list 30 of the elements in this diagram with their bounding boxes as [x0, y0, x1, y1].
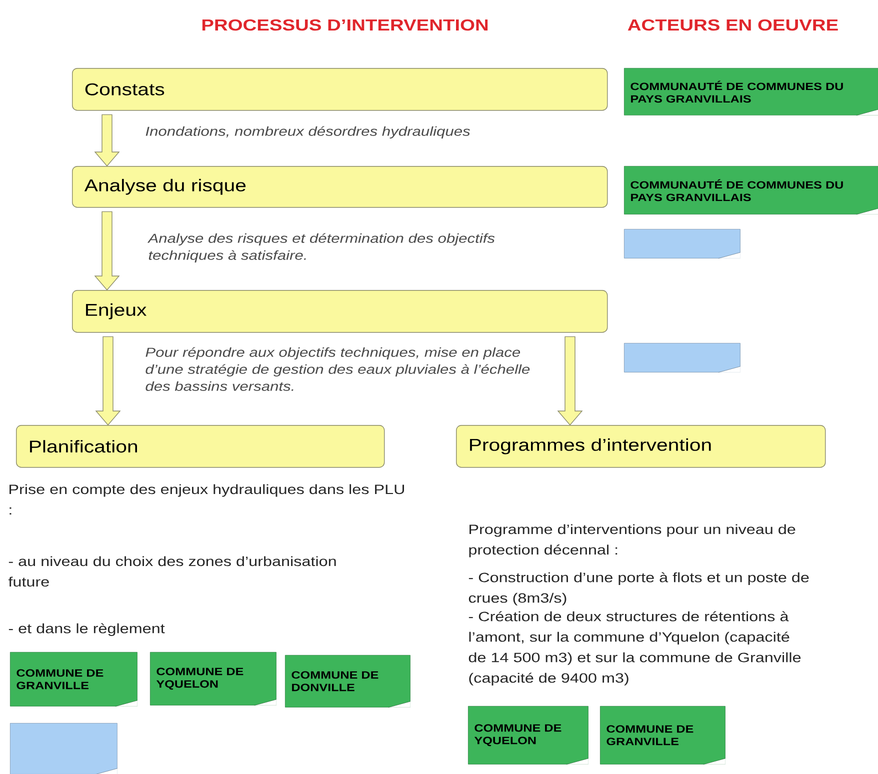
- note-box: [624, 343, 741, 373]
- note-box: COMMUNE DE GRANVILLE: [10, 652, 138, 707]
- edge-label: Inondations, nombreux désordres hydrauliques: [146, 126, 470, 138]
- block-arrow: [94, 114, 120, 167]
- note-box: COMMUNAUTÉ DE COMMUNES DU PAYS GRANVILLAIS: [624, 68, 878, 116]
- note-box: COMMUNE DE YQUELON: [150, 652, 277, 706]
- note-box: COMMUNAUTÉ DE COMMUNES DU PAYS GRANVILLAIS: [624, 166, 878, 215]
- process-box: Constats: [72, 68, 608, 111]
- body-text: - et dans le règlement: [8, 623, 165, 636]
- block-arrow: [94, 211, 120, 291]
- body-text: Programme d’interventions pour un niveau de protection décennal :: [469, 524, 796, 558]
- column-heading: PROCESSUS D’INTERVENTION: [202, 19, 488, 31]
- process-box: Programmes d’intervention: [456, 425, 826, 468]
- body-text: - Création de deux structures de rétentions à l’amont, sur la commune d’Yquelon (capacité de 14 500 m3) et sur la commune de Granville (capacité de 9400 m3): [468, 611, 801, 686]
- note-box: COMMUNE DE DONVILLE: [285, 655, 411, 708]
- note-box: COMMUNE DE GRANVILLE: [600, 706, 726, 765]
- process-box: Analyse du risque: [72, 166, 608, 208]
- edge-label: Analyse des risques et détermination des objectifs techniques à satisfaire.: [147, 233, 495, 262]
- block-arrow: [95, 336, 121, 426]
- note-box: [10, 723, 118, 774]
- block-arrow: [557, 336, 583, 426]
- note-text: Pour répondre aux objectifs techniques, mise en place d’une stratégie de gestion des eaux pluviales à l’échelle des bassins versants.: [146, 347, 530, 391]
- process-box: Enjeux: [72, 290, 608, 333]
- body-text: - Construction d’une porte à flots et un poste de crues (8m3/s): [468, 572, 809, 606]
- note-box: [624, 229, 741, 259]
- body-text: - au niveau du choix des zones d’urbanisation future: [8, 556, 336, 587]
- body-text: Prise en compte des enjeux hydrauliques dans les PLU :: [10, 484, 404, 514]
- column-heading: ACTEURS EN OEUVRE: [628, 19, 838, 31]
- note-box: COMMUNE DE YQUELON: [468, 706, 589, 765]
- process-box: Planification: [16, 425, 385, 468]
